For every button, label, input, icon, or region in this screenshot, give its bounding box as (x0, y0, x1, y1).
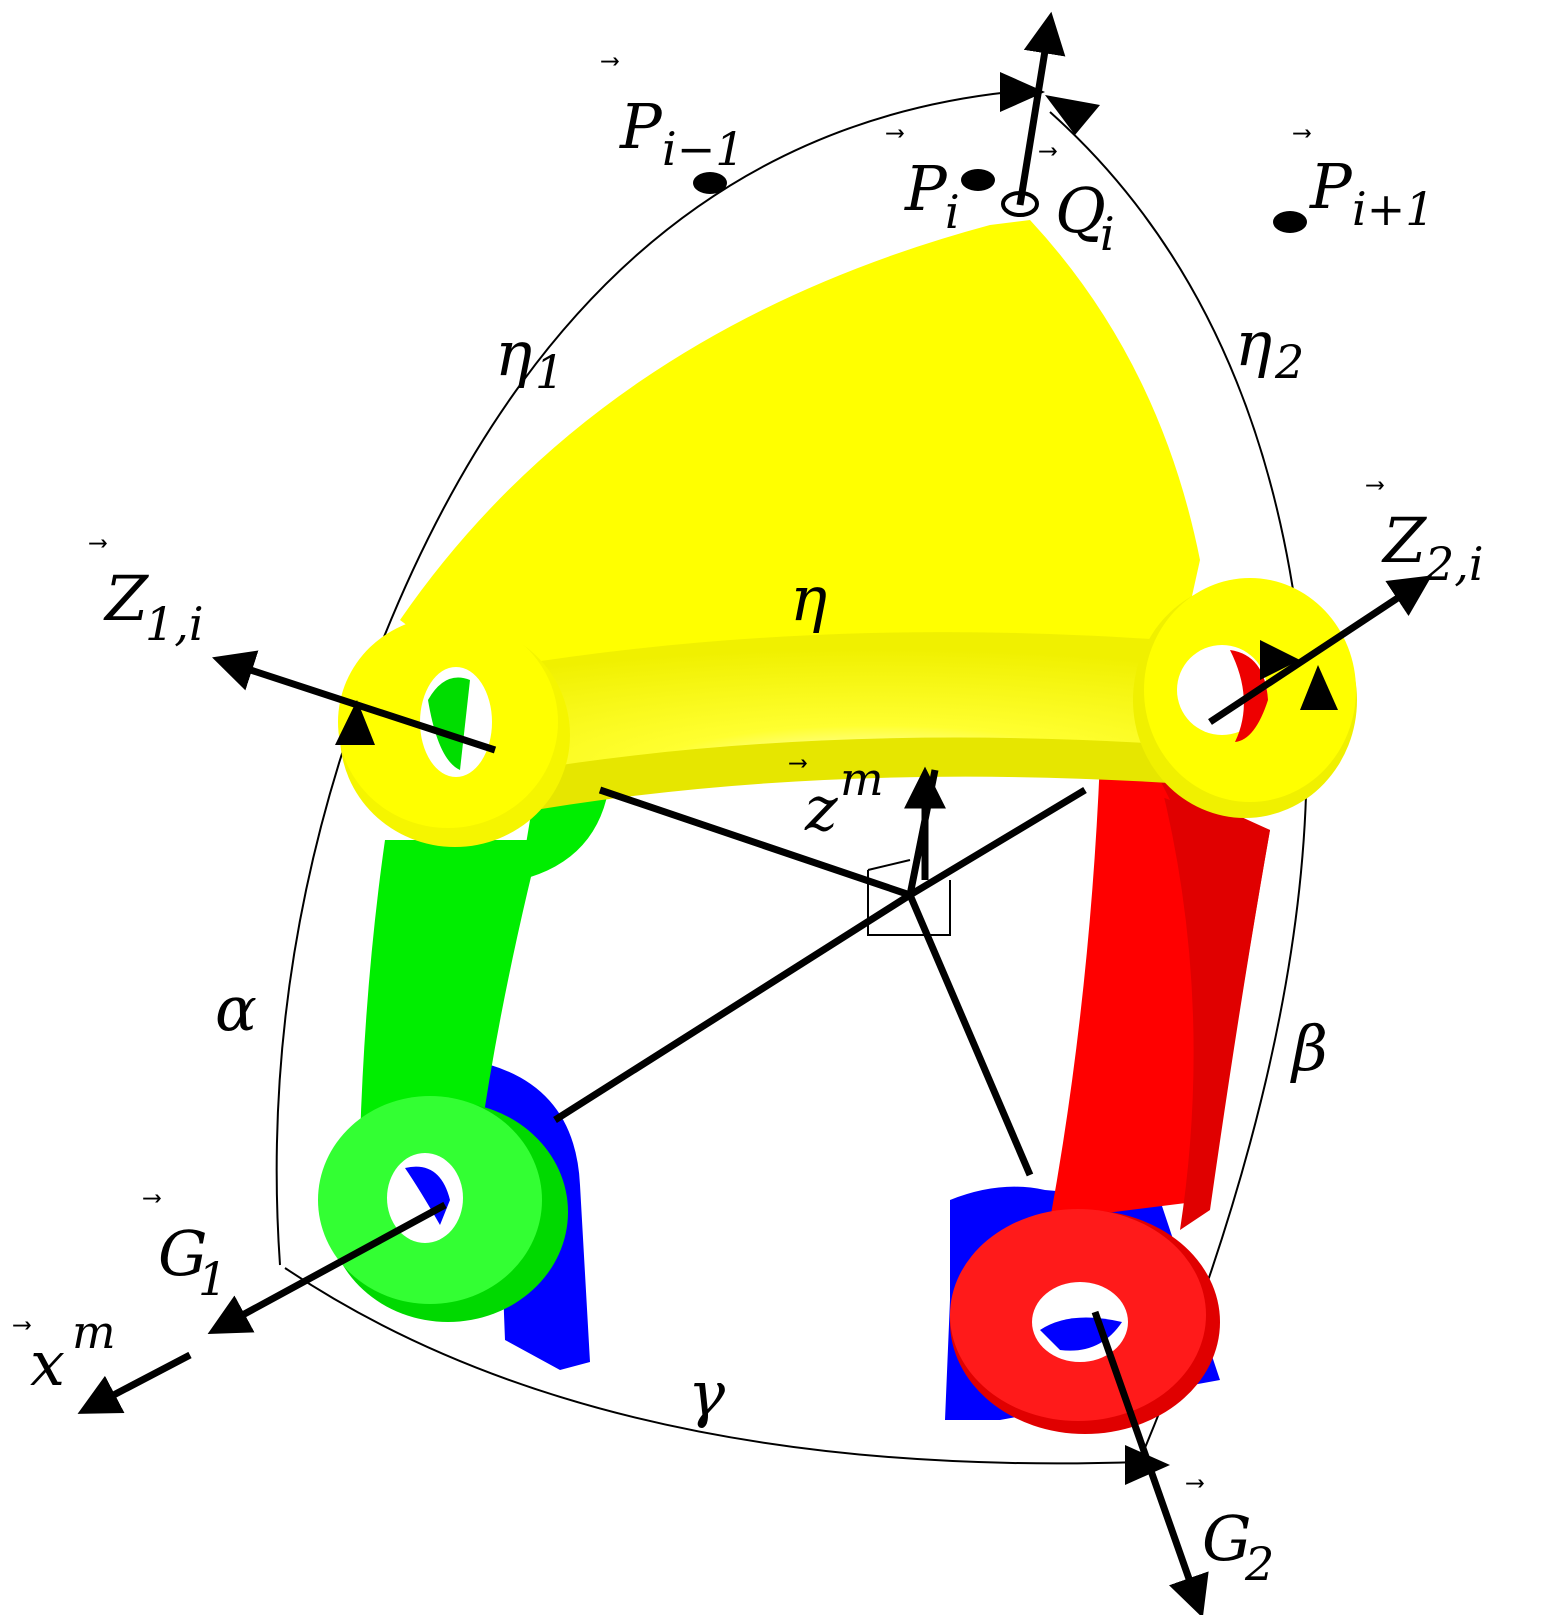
point-p-prev (693, 172, 727, 194)
moving-platform-yellow (338, 220, 1357, 847)
label-p-next: ⃗ P i+1 (1293, 129, 1435, 236)
label-g1: ⃗ G 1 (143, 1194, 227, 1306)
platform-crossbar (380, 632, 1280, 800)
right-leg-red (950, 740, 1270, 1434)
line-center-to-g2-mount (906, 893, 1034, 1177)
label-g2: ⃗ G 2 (1186, 1479, 1274, 1591)
labels: ⃗ P i−1 ⃗ P i ⃗ Q i ⃗ P i+1 η 1 η 2 η (13, 57, 1484, 1591)
svg-text:P: P (1309, 150, 1353, 223)
label-z2i: ⃗ Z 2,i (1366, 481, 1484, 591)
svg-text:η: η (1235, 307, 1272, 380)
svg-text:⃗: ⃗ (1039, 147, 1057, 156)
arrowhead-eta1 (1000, 72, 1045, 112)
right-angle-box (867, 859, 951, 936)
arrow-g1 (207, 1201, 447, 1335)
label-alpha: α (215, 972, 257, 1045)
label-q-i: ⃗ Q i (1039, 147, 1115, 261)
svg-text:i+1: i+1 (1352, 182, 1435, 236)
arrowhead-eta (1260, 640, 1300, 680)
arrowhead-alpha (335, 700, 375, 745)
point-p-next (1273, 211, 1307, 233)
label-beta: β (1290, 1012, 1328, 1085)
svg-text:P: P (619, 90, 663, 163)
points (693, 169, 1307, 233)
svg-text:i: i (945, 185, 960, 239)
arrow-z2i (1208, 575, 1433, 725)
svg-text:⃗: ⃗ (1293, 129, 1311, 138)
svg-text:2,i: 2,i (1424, 537, 1484, 591)
label-gamma: γ (688, 1357, 726, 1430)
arrowhead-beta (1300, 665, 1338, 710)
svg-text:P: P (904, 152, 948, 225)
svg-text:Z: Z (103, 562, 149, 635)
line-center-to-left-boss (598, 786, 912, 899)
svg-text:η: η (790, 562, 827, 635)
arc-gamma (284, 1267, 1141, 1465)
left-leg-green (318, 760, 610, 1322)
svg-text:Z: Z (1381, 504, 1427, 577)
arrow-xm (77, 1351, 192, 1414)
svg-text:2: 2 (1274, 335, 1304, 389)
svg-text:⃗: ⃗ (601, 57, 619, 66)
svg-text:2: 2 (1244, 1537, 1274, 1591)
svg-text:γ: γ (688, 1357, 726, 1430)
platform-fan (400, 220, 1200, 680)
svg-text:α: α (215, 972, 257, 1045)
svg-text:Q: Q (1055, 174, 1106, 247)
svg-text:⃗: ⃗ (1366, 481, 1384, 490)
label-eta: η (790, 562, 827, 635)
arrowhead-eta2 (1045, 95, 1100, 135)
svg-text:⃗: ⃗ (1186, 1479, 1204, 1488)
svg-text:1: 1 (198, 1252, 227, 1306)
svg-text:G: G (158, 1217, 208, 1290)
point-p-i (961, 169, 995, 191)
svg-text:⃗: ⃗ (89, 539, 107, 548)
label-eta2: η 2 (1235, 307, 1304, 389)
label-xm: ⃗ x m (13, 1305, 116, 1400)
svg-text:⃗: ⃗ (143, 1194, 161, 1203)
svg-text:1: 1 (535, 345, 564, 399)
arc-eta1 (275, 91, 1011, 1266)
label-p-prev: ⃗ P i−1 (601, 57, 745, 176)
svg-text:x: x (30, 1327, 65, 1400)
label-eta1: η 1 (495, 317, 564, 399)
svg-text:i−1: i−1 (662, 122, 745, 176)
arc-arrowheads (335, 72, 1338, 1485)
line-center-to-g1-mount (553, 892, 912, 1123)
left-link-body (360, 840, 540, 1140)
svg-text:i: i (1100, 207, 1115, 261)
svg-text:⃗: ⃗ (13, 1321, 31, 1330)
label-p-i: ⃗ P i (886, 129, 960, 239)
svg-text:β: β (1290, 1012, 1328, 1085)
svg-text:G: G (1202, 1502, 1252, 1575)
arrowhead-gamma (1125, 1445, 1170, 1485)
line-center-to-z2-mount (908, 786, 1087, 899)
svg-text:η: η (495, 317, 532, 390)
point-q-i (1001, 191, 1039, 217)
svg-text:⃗: ⃗ (886, 129, 904, 138)
svg-text:z: z (804, 772, 838, 845)
label-z1i: ⃗ Z 1,i (89, 539, 204, 651)
svg-text:1,i: 1,i (145, 597, 204, 651)
svg-text:m: m (840, 752, 884, 806)
svg-text:m: m (72, 1305, 116, 1359)
arrow-q-normal (1016, 11, 1066, 206)
